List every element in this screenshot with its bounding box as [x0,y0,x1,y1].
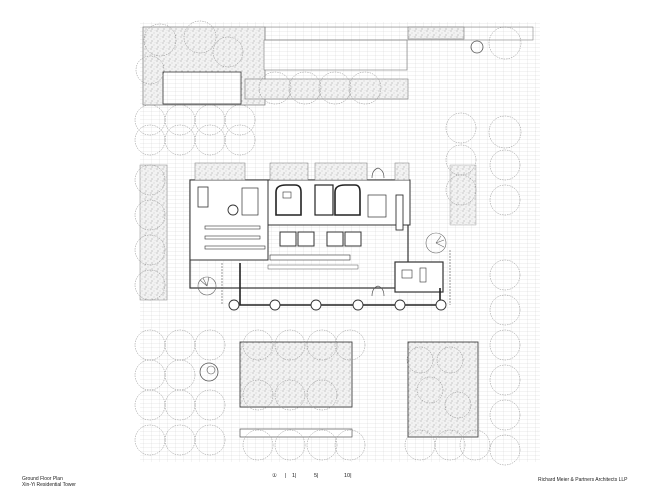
building [189,162,451,306]
columns [228,299,447,311]
north-landscape [142,26,534,106]
project-name: Xin-Yi Residential Tower [22,482,76,488]
east-planting [449,164,477,226]
west-planting-strip [139,164,168,301]
scale-tick-5: 5| [314,473,319,479]
title-block: Ground Floor Plan Xin-Yi Residential Tow… [22,476,76,488]
scale-tick-1: 1| [292,473,297,479]
south-bench [239,428,353,438]
tree-canopies [134,20,522,466]
architect-credit: Richard Meier & Partners Architects LLP [538,477,628,483]
spiral-stairs [197,232,447,296]
drawing-title: Ground Floor Plan [22,476,63,482]
scale-tick-0: | [285,473,287,479]
south-planter-large [239,341,353,408]
scale-tick-10: 10| [344,473,352,479]
entry-doors [371,167,385,297]
north-arrow-icon: ① [272,473,277,479]
